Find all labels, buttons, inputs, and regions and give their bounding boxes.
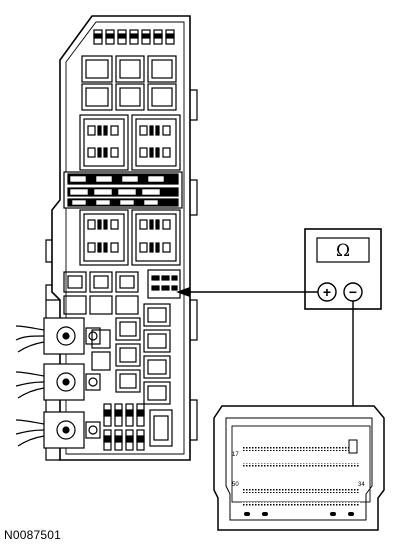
bottom-mini-fuses bbox=[103, 403, 173, 451]
pin-label-34: 34 bbox=[358, 482, 365, 488]
ohm-symbol: Ω bbox=[336, 241, 350, 261]
pin-row-4 bbox=[242, 502, 360, 507]
ohmmeter: Ω + − bbox=[304, 228, 382, 310]
pin-row-1 bbox=[242, 446, 354, 451]
upper-relay-block bbox=[81, 55, 177, 111]
pin-label-50: 50 bbox=[232, 482, 239, 488]
positive-terminal-label: + bbox=[323, 284, 331, 300]
middle-fuse-strip bbox=[63, 171, 183, 209]
pin-label-17: 17 bbox=[232, 452, 239, 458]
figure-id: N0087501 bbox=[4, 528, 61, 542]
negative-terminal-label: − bbox=[349, 284, 357, 300]
top-mini-fuses bbox=[93, 29, 175, 45]
pin-row-2 bbox=[242, 463, 360, 468]
target-pin bbox=[348, 439, 358, 454]
lower-relay-block bbox=[91, 303, 171, 405]
small-relay-row bbox=[63, 269, 181, 315]
harness-connector: 17 50 34 bbox=[213, 405, 385, 531]
power-studs bbox=[15, 300, 101, 461]
pin-row-3 bbox=[242, 488, 360, 493]
lower-relay-housings bbox=[79, 209, 181, 266]
junction-box bbox=[15, 15, 198, 461]
positive-probe-arrow bbox=[176, 287, 190, 297]
upper-relay-housings bbox=[79, 114, 181, 171]
